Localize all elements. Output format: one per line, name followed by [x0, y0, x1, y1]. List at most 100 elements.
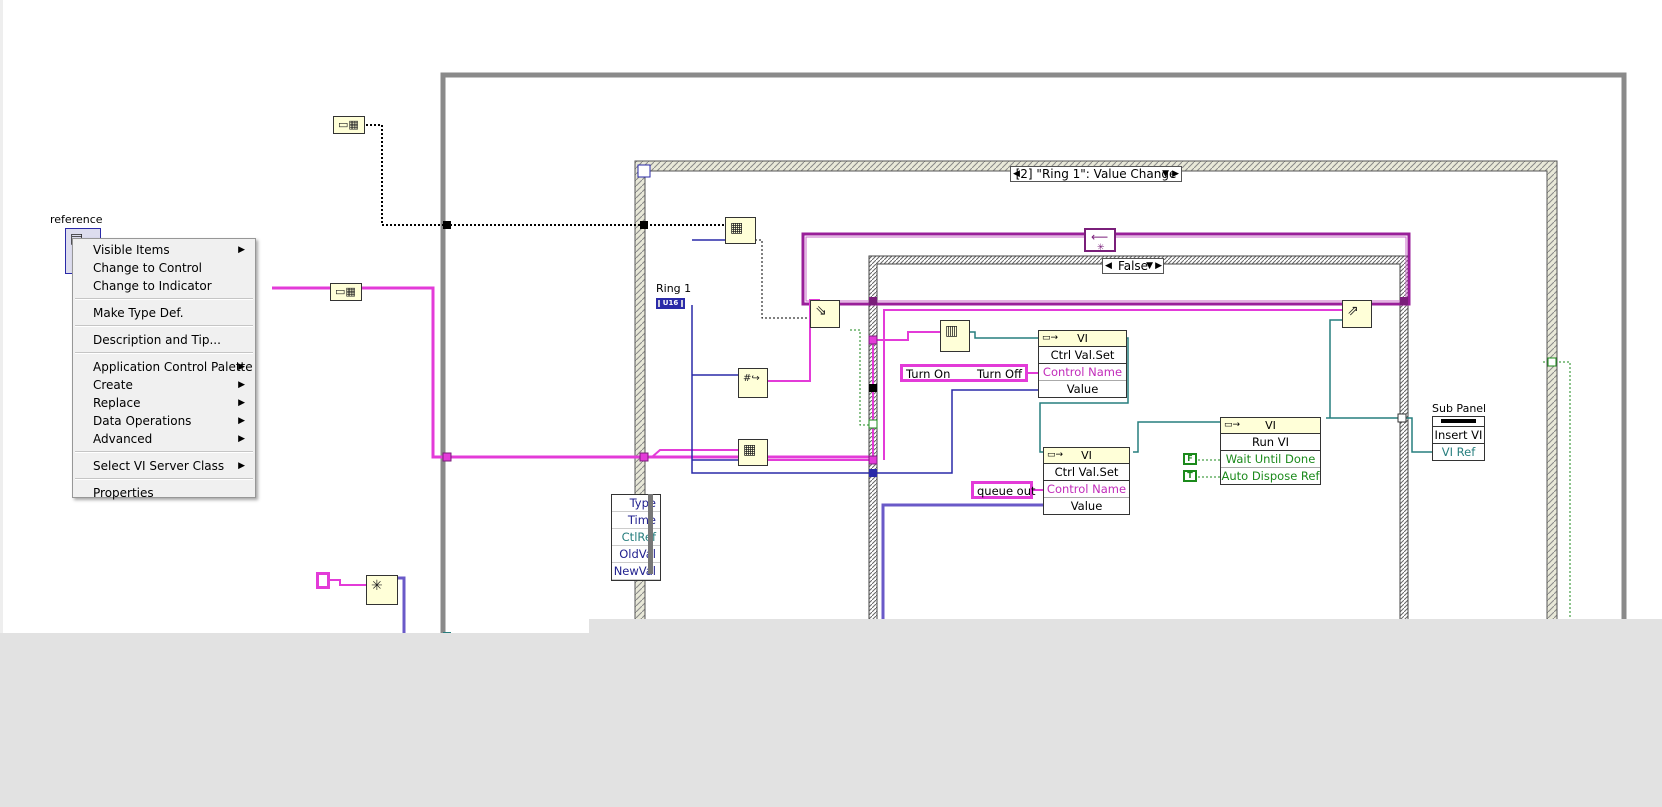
menu-item-label: Data Operations — [93, 414, 192, 428]
menu-item-label: Make Type Def. — [93, 306, 184, 320]
menu-separator — [75, 451, 253, 453]
queue-out-const[interactable]: queue out — [971, 481, 1036, 499]
menu-item-label: Change to Control — [93, 261, 202, 275]
ctrl-val-set-1-control-name[interactable]: Control Name — [1039, 364, 1126, 381]
index-array-node[interactable]: ▦ — [725, 217, 756, 244]
chevron-down-icon[interactable]: ▼ — [1162, 169, 1169, 179]
selector-left-arrow[interactable]: ◀ — [1105, 261, 1112, 271]
menu-item-create[interactable]: Create▶ — [73, 376, 255, 394]
array-node-mid[interactable]: ▭▦ — [330, 283, 362, 301]
event-data-ctlref[interactable]: CtlRef — [612, 529, 660, 546]
menu-item-advanced[interactable]: Advanced▶ — [73, 430, 255, 448]
bundle-node[interactable]: ⇗ — [1342, 300, 1372, 328]
ctrl-val-set-2-control-name[interactable]: Control Name — [1044, 481, 1129, 498]
menu-item-label: Replace — [93, 396, 141, 410]
insert-vi-node[interactable]: Insert VI VI Ref — [1432, 416, 1485, 461]
ctrl-val-set-2-header: VI — [1081, 449, 1092, 462]
insert-vi-ref[interactable]: VI Ref — [1441, 445, 1476, 459]
event-data-newval[interactable]: NewVal — [612, 563, 660, 580]
ctrl-val-set-2-value[interactable]: Value — [1070, 499, 1103, 513]
menu-item-change-to-control[interactable]: Change to Control — [73, 259, 255, 277]
array-index-icon: ▦ — [730, 220, 744, 236]
chevron-down-icon[interactable]: ▼ — [1146, 261, 1153, 271]
shift-register-node[interactable]: ⟵ ✳ — [1084, 228, 1116, 253]
menu-item-app-control-palette[interactable]: Application Control Palette▶ — [73, 358, 255, 376]
selector-left-arrow[interactable]: ◀ — [1013, 169, 1020, 179]
format-icon: #↪ — [743, 373, 760, 384]
ctrl-val-set-1-title: Ctrl Val.Set — [1039, 347, 1126, 364]
variant-icon: ⇘ — [815, 303, 827, 319]
ring-label: Ring 1 — [656, 282, 692, 295]
array-node-top[interactable]: ▭▦ — [333, 116, 365, 134]
menu-item-label: Change to Indicator — [93, 279, 212, 293]
submenu-arrow-icon: ▶ — [238, 416, 245, 426]
wire-ring — [691, 239, 1040, 474]
menu-item-change-to-indicator[interactable]: Change to Indicator — [73, 277, 255, 295]
menu-item-data-operations[interactable]: Data Operations ▶ — [73, 412, 255, 430]
auto-dispose-const[interactable]: T — [1183, 470, 1197, 482]
menu-separator — [75, 298, 253, 300]
menu-item-select-vi-server-class[interactable]: Select VI Server Class▶ — [73, 457, 255, 475]
queue-out-label: queue out — [977, 484, 1036, 498]
selector-right-arrow[interactable]: ▶ — [1172, 169, 1179, 179]
build-array-icon: ▥ — [945, 323, 959, 339]
submenu-arrow-icon: ▶ — [238, 380, 245, 390]
wait-until-done-const[interactable]: F — [1183, 453, 1197, 465]
obtain-queue-node[interactable]: ✳ — [366, 575, 398, 605]
submenu-arrow-icon: ▶ — [238, 434, 245, 444]
submenu-arrow-icon: ▶ — [238, 461, 245, 471]
menu-item-label: Application Control Palette — [93, 360, 253, 374]
menu-item-replace[interactable]: Replace ▶ — [73, 394, 255, 412]
menu-item-visible-items[interactable]: Visible Items▶ — [73, 241, 255, 259]
subpanel-label: Sub Panel — [1432, 402, 1487, 415]
ctrl-val-set-1-header: VI — [1077, 332, 1088, 345]
turn-on-label: Turn On — [906, 367, 951, 381]
index-array-node-2[interactable]: ▦ — [738, 439, 768, 466]
selector-right-arrow[interactable]: ▶ — [1155, 261, 1162, 271]
number-to-string-node[interactable]: #↪ — [738, 368, 768, 398]
menu-separator — [75, 352, 253, 354]
ring-type-label: U16 — [660, 300, 681, 307]
case-selector[interactable]: ◀ False ▼ ▶ — [1102, 258, 1164, 274]
arrow-left-icon: ⟵ — [1091, 230, 1109, 244]
status-area — [0, 633, 1662, 807]
run-vi-wait-until-done[interactable]: Wait Until Done — [1221, 451, 1320, 468]
queue-icon: ✳ — [371, 578, 383, 594]
wire-queue — [398, 503, 1045, 638]
array-icon: ▭▦ — [335, 285, 356, 298]
vi-ref-icon: ▭→ — [1042, 333, 1059, 343]
menu-item-label: Visible Items — [93, 243, 170, 257]
event-case-selector[interactable]: ◀ [2] "Ring 1": Value Change ▼ ▶ — [1010, 166, 1182, 182]
context-menu: Visible Items▶ Change to Control Change … — [72, 238, 256, 500]
ctrl-val-set-node-1[interactable]: ▭→ VI Ctrl Val.Set Control Name Value — [1038, 330, 1127, 398]
turn-on-off-const[interactable]: Turn On Turn Off — [900, 364, 1028, 382]
event-data-node[interactable]: Type Time CtlRef OldVal NewVal — [611, 494, 661, 581]
menu-item-description-tip[interactable]: Description and Tip... — [73, 331, 255, 349]
insert-vi-title: Insert VI — [1433, 428, 1484, 444]
run-vi-node[interactable]: ▭→VI Run VI Wait Until Done Auto Dispose… — [1220, 417, 1321, 485]
wire-vi-ref — [950, 319, 1432, 453]
queue-name-const[interactable] — [316, 572, 330, 589]
run-vi-header: VI — [1265, 419, 1276, 432]
wire-pink-reference — [272, 286, 871, 459]
menu-separator — [75, 478, 253, 480]
wire-dotted-ref — [366, 124, 725, 226]
ctrl-val-set-1-value[interactable]: Value — [1066, 382, 1099, 396]
turn-off-label: Turn Off — [976, 367, 1022, 381]
submenu-arrow-icon: ▶ — [238, 362, 245, 372]
ring-control[interactable]: U16 — [656, 298, 685, 309]
menu-item-make-type-def[interactable]: Make Type Def. — [73, 304, 255, 322]
menu-separator — [75, 325, 253, 327]
variant-out-icon: ⇗ — [1347, 303, 1359, 319]
submenu-arrow-icon: ▶ — [238, 398, 245, 408]
menu-item-properties[interactable]: Properties — [73, 484, 255, 502]
unbundle-node[interactable]: ⇘ — [810, 300, 840, 328]
run-vi-title: Run VI — [1221, 434, 1320, 451]
run-vi-auto-dispose[interactable]: Auto Dispose Ref — [1221, 469, 1320, 483]
subpanel-bar — [1433, 417, 1484, 427]
event-data-oldval[interactable]: OldVal — [612, 546, 660, 563]
menu-item-label: Description and Tip... — [93, 333, 221, 347]
ctrl-val-set-node-2[interactable]: ▭→VI Ctrl Val.Set Control Name Value — [1043, 447, 1130, 515]
reference-label: reference — [50, 213, 103, 226]
build-array-node[interactable]: ▥ — [940, 320, 970, 352]
